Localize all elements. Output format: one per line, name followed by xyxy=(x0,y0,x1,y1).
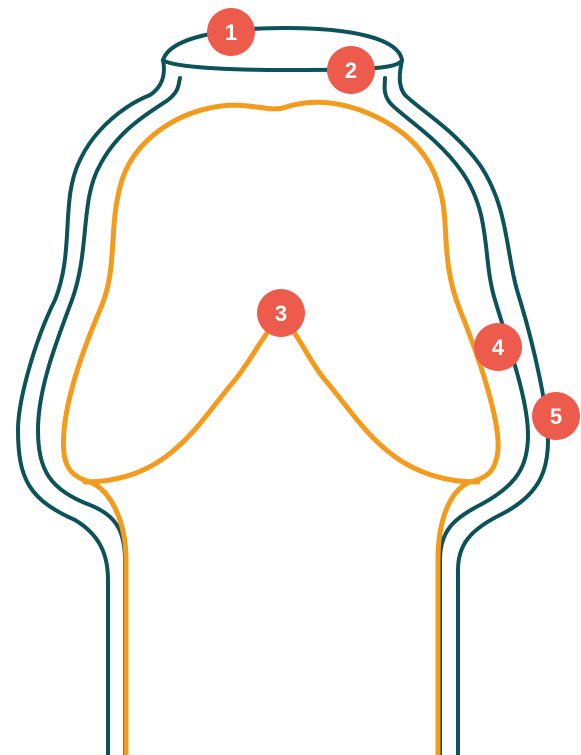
inner-outline xyxy=(63,102,498,755)
marker-5: 5 xyxy=(532,392,580,440)
marker-4: 4 xyxy=(474,323,522,371)
marker-1-label: 1 xyxy=(225,20,237,45)
marker-3: 3 xyxy=(257,289,305,337)
inner-v-curve xyxy=(85,318,478,482)
marker-3-label: 3 xyxy=(275,301,287,326)
marker-1: 1 xyxy=(207,8,255,56)
marker-2: 2 xyxy=(327,46,375,94)
marker-5-label: 5 xyxy=(550,404,562,429)
marker-4-label: 4 xyxy=(492,335,505,360)
marker-2-label: 2 xyxy=(345,58,357,83)
